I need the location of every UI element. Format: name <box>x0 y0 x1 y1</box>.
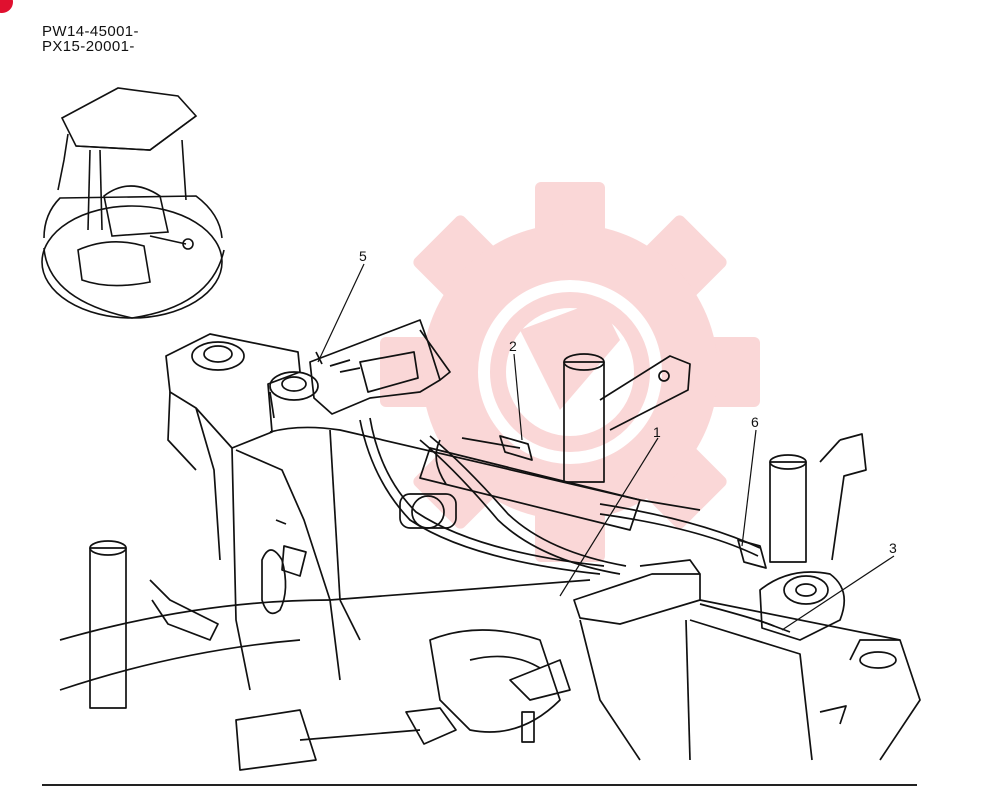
callout-3: 3 <box>889 540 897 556</box>
callout-6: 6 <box>751 414 759 430</box>
callout-5: 5 <box>359 248 367 264</box>
serial-ranges: PW14-45001- PX15-20001- <box>42 24 139 54</box>
callout-2: 2 <box>509 338 517 354</box>
corner-mark <box>0 0 13 13</box>
serial-range-2: PX15-20001- <box>42 38 135 55</box>
bottom-rule <box>42 784 917 786</box>
callout-1: 1 <box>653 424 661 440</box>
main-assembly-drawing <box>59 319 921 771</box>
inset-machine-view <box>41 87 225 319</box>
callout-leaders <box>317 263 895 631</box>
serial-range-1: PW14-45001- <box>42 23 139 40</box>
